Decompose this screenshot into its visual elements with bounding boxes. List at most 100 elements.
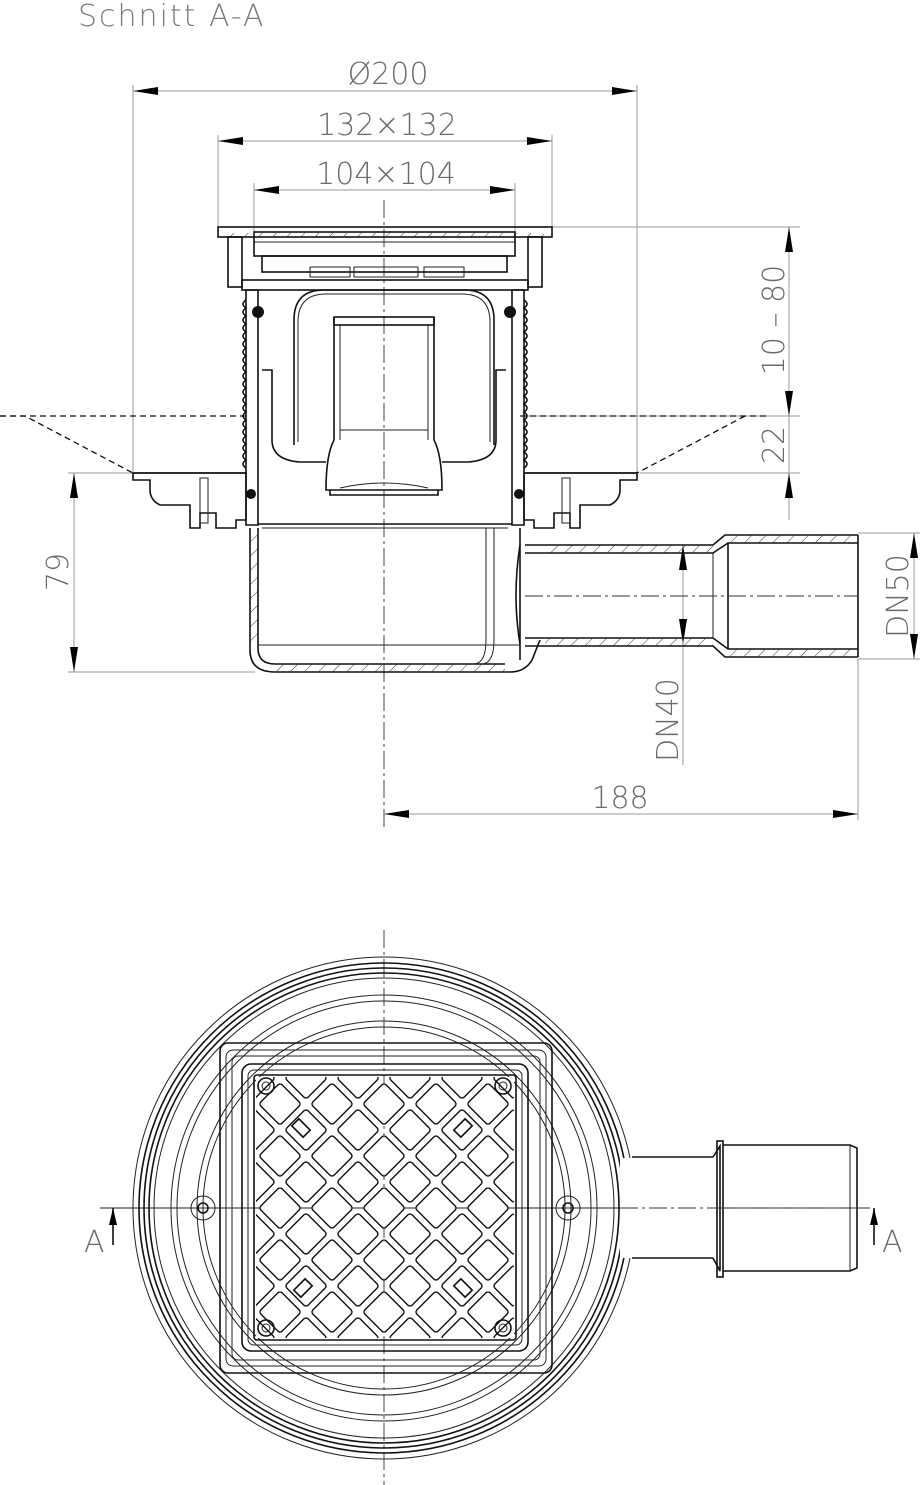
section-marker-left: A xyxy=(84,1208,117,1260)
dim-text-height-range: 10 – 80 xyxy=(757,265,792,375)
dimension-dn50: DN50 xyxy=(858,532,920,660)
grate-screw-bottom-left xyxy=(257,1277,314,1337)
grate-opening xyxy=(493,1317,514,1338)
grate-opening xyxy=(256,1077,275,1099)
grate-openings xyxy=(256,1077,514,1338)
dim-text-floor-offset: 22 xyxy=(757,426,792,464)
dimension-frame-132: 132×132 xyxy=(217,108,553,228)
screw-lug-left xyxy=(190,1195,216,1221)
riser-wall-right xyxy=(504,289,528,526)
grate-opening xyxy=(337,1213,379,1255)
grate-opening xyxy=(389,1161,431,1203)
grate-opening xyxy=(285,1161,327,1203)
grate-opening xyxy=(259,1291,301,1333)
grate-opening xyxy=(259,1083,301,1125)
grate-opening xyxy=(256,1213,275,1255)
grate-opening xyxy=(363,1291,405,1333)
section-marker-label-right: A xyxy=(882,1225,903,1260)
flange-left xyxy=(132,472,247,529)
grate-opening xyxy=(493,1213,514,1255)
grate-opening xyxy=(285,1317,327,1338)
grate-opening xyxy=(467,1239,509,1281)
section-marker-right: A xyxy=(870,1208,903,1260)
flange-right xyxy=(523,472,638,529)
grate-screw-top-right xyxy=(452,1077,512,1139)
grate-opening xyxy=(256,1317,275,1338)
dimension-dn40: DN40 xyxy=(651,545,687,765)
grate-opening xyxy=(256,1265,275,1307)
dimension-diameter-200: Ø200 xyxy=(132,57,638,475)
dim-text-frame: 132×132 xyxy=(317,108,457,143)
grate-opening xyxy=(363,1135,405,1177)
grate-opening xyxy=(337,1317,379,1338)
grate-opening xyxy=(441,1161,483,1203)
grate-opening xyxy=(285,1265,327,1307)
dim-text-body-height: 79 xyxy=(41,553,76,591)
grate-opening xyxy=(285,1077,327,1099)
outlet-pipe xyxy=(525,534,859,658)
grate-opening xyxy=(259,1187,301,1229)
grate-opening xyxy=(285,1109,327,1151)
section-view: Ø200 132×132 104×104 xyxy=(0,57,920,830)
grate-opening xyxy=(415,1083,457,1125)
outlet-pipe-plan xyxy=(620,1140,870,1278)
grate-opening xyxy=(467,1187,509,1229)
top-frame xyxy=(217,226,553,291)
grate-opening xyxy=(415,1187,457,1229)
grate-opening xyxy=(389,1317,431,1338)
dim-text-dn40: DN40 xyxy=(651,678,686,762)
grate-opening xyxy=(389,1077,431,1099)
grate-opening xyxy=(493,1161,514,1203)
dimension-height-range: 10 – 80 22 xyxy=(520,226,800,520)
screw-lug-right xyxy=(555,1195,581,1221)
grate-opening xyxy=(311,1187,353,1229)
dimension-grate-104: 104×104 xyxy=(253,157,516,235)
grate-opening xyxy=(415,1135,457,1177)
drain-body xyxy=(249,523,541,673)
grate-opening xyxy=(337,1265,379,1307)
grate-opening xyxy=(259,1239,301,1281)
grate-opening xyxy=(415,1291,457,1333)
grate-screw-top-left xyxy=(257,1077,312,1139)
dimension-outlet-length: 188 xyxy=(384,659,859,820)
grate-opening xyxy=(311,1291,353,1333)
grate-opening xyxy=(441,1265,483,1307)
section-title: Schnitt A-A xyxy=(78,0,266,34)
grate-opening xyxy=(467,1135,509,1177)
riser-wall-left xyxy=(242,289,264,526)
grate-opening xyxy=(467,1083,509,1125)
grate-opening xyxy=(389,1213,431,1255)
grate-opening xyxy=(389,1265,431,1307)
grate-opening xyxy=(467,1291,509,1333)
grate-opening xyxy=(337,1161,379,1203)
grate-opening xyxy=(493,1109,514,1151)
grate-lattice xyxy=(0,0,18,18)
grate-screw-bottom-right xyxy=(452,1277,512,1337)
grate-opening xyxy=(311,1239,353,1281)
grate-opening xyxy=(441,1317,483,1338)
grate-opening xyxy=(259,1135,301,1177)
grate-opening xyxy=(256,1109,275,1151)
odour-trap xyxy=(262,289,506,496)
section-marker-label-left: A xyxy=(84,1225,105,1260)
grate-opening xyxy=(363,1239,405,1281)
dimension-body-height: 79 xyxy=(41,472,255,673)
square-frame xyxy=(219,1042,553,1374)
grate-opening xyxy=(363,1083,405,1125)
dim-text-outlet-length: 188 xyxy=(591,781,648,816)
grate-opening xyxy=(337,1109,379,1151)
grate-opening xyxy=(415,1239,457,1281)
grate-opening xyxy=(311,1135,353,1177)
grate-opening xyxy=(389,1109,431,1151)
grate-opening xyxy=(285,1213,327,1255)
dim-text-grate: 104×104 xyxy=(316,157,456,192)
grate-opening xyxy=(441,1077,483,1099)
grate-opening xyxy=(493,1265,514,1307)
grate-opening xyxy=(337,1077,379,1099)
grate-opening xyxy=(311,1083,353,1125)
grate-opening xyxy=(441,1213,483,1255)
grate-opening xyxy=(441,1109,483,1151)
dim-text-diameter: Ø200 xyxy=(348,57,429,92)
